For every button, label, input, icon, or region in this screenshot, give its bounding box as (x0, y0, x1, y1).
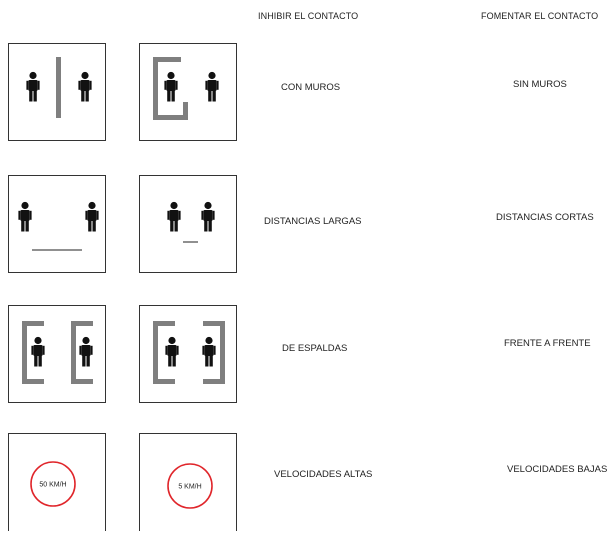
wall-open-left (71, 321, 93, 384)
speed-sign-text: 50 KM/H (39, 482, 66, 489)
person-icon (202, 336, 216, 367)
speed-limit-sign-icon: 5 KM/H (167, 463, 213, 509)
person-icon (18, 201, 32, 232)
illustration-without-walls (139, 43, 237, 141)
label-con-muros: CON MUROS (281, 82, 341, 93)
person-icon (31, 336, 45, 367)
person-icon (78, 71, 92, 102)
person-icon (205, 71, 219, 102)
label-distancias-largas: DISTANCIAS LARGAS (264, 216, 362, 227)
wall-open-right (153, 321, 175, 384)
label-sin-muros: SIN MUROS (513, 79, 567, 90)
wall-divider (56, 57, 61, 118)
label-velocidades-altas: VELOCIDADES ALTAS (274, 469, 373, 480)
person-icon (165, 336, 179, 367)
label-distancias-cortas: DISTANCIAS CORTAS (496, 212, 594, 223)
person-icon (164, 71, 178, 102)
person-icon (201, 201, 215, 232)
header-foster-contact: FOMENTAR EL CONTACTO (481, 11, 599, 21)
illustration-low-speed: 5 KM/H (139, 433, 237, 531)
label-de-espaldas: DE ESPALDAS (282, 343, 348, 354)
label-velocidades-bajas: VELOCIDADES BAJAS (507, 464, 608, 475)
illustration-short-distance (139, 175, 237, 273)
wall-open-right (22, 321, 44, 384)
header-inhibit-contact: INHIBIR EL CONTACTO (258, 11, 359, 21)
illustration-back-to-back (8, 305, 106, 403)
wall-open-left (203, 321, 225, 384)
speed-limit-sign-icon: 50 KM/H (30, 461, 76, 507)
person-icon (85, 201, 99, 232)
illustration-face-to-face (139, 305, 237, 403)
illustration-long-distance (8, 175, 106, 273)
person-icon (167, 201, 181, 232)
speed-sign-text: 5 KM/H (178, 484, 201, 491)
illustration-high-speed: 50 KM/H (8, 433, 106, 531)
person-icon (26, 71, 40, 102)
wall-partial (153, 57, 188, 120)
label-frente-a-frente: FRENTE A FRENTE (504, 338, 591, 349)
person-icon (79, 336, 93, 367)
illustration-with-walls (8, 43, 106, 141)
